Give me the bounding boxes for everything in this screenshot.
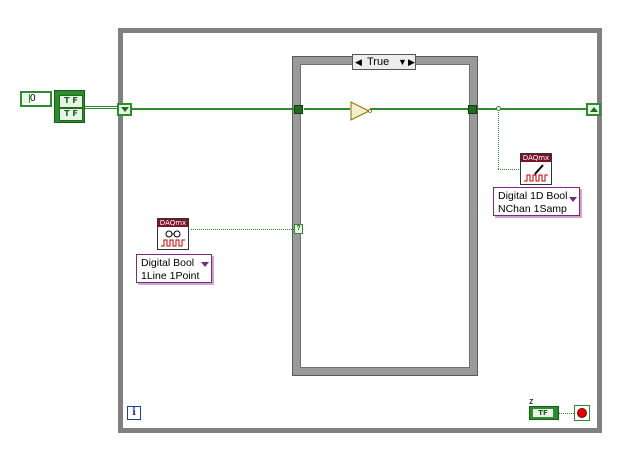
read-selector-line2: 1Line 1Point xyxy=(141,270,200,282)
shift-register-right[interactable] xyxy=(586,103,601,116)
stop-control-label: z xyxy=(529,396,534,406)
daqmx-read-banner: DAQmx xyxy=(158,219,188,227)
wire-junction xyxy=(496,106,501,111)
shift-register-left[interactable] xyxy=(117,103,132,116)
wire-not-gate-out[interactable] xyxy=(370,108,468,110)
write-selector-dropdown-icon[interactable] xyxy=(569,197,577,202)
wire-read-to-selector[interactable] xyxy=(191,229,294,230)
daqmx-write-banner: DAQmx xyxy=(521,154,551,162)
write-pencil-icon xyxy=(524,164,548,182)
decrement-case-icon[interactable]: ◀ xyxy=(355,57,362,67)
daqmx-read-selector[interactable]: Digital Bool 1Line 1Point xyxy=(136,254,212,283)
daqmx-write-selector[interactable]: Digital 1D Bool NChan 1Samp xyxy=(493,187,580,216)
not-gate-icon[interactable] xyxy=(350,101,372,121)
daqmx-write-icon[interactable]: DAQmx xyxy=(520,153,552,185)
stop-control-value: TF xyxy=(533,409,553,417)
case-selector-label[interactable]: ◀ True ▼ ▶ xyxy=(352,54,416,70)
boolean-element-2[interactable]: T F xyxy=(59,108,83,121)
boolean-element-1[interactable]: T F xyxy=(59,95,83,108)
case-output-tunnel[interactable] xyxy=(468,105,477,114)
wire-shift-reg-to-case[interactable] xyxy=(131,108,294,110)
stop-terminal-icon xyxy=(578,409,586,417)
wire-to-daqmx-write[interactable] xyxy=(498,110,499,170)
wire-case-to-shift-reg[interactable] xyxy=(478,108,586,110)
write-selector-line2: NChan 1Samp xyxy=(498,203,567,215)
wire-to-not-gate[interactable] xyxy=(304,108,350,110)
case-dropdown-icon[interactable]: ▼ xyxy=(398,57,407,67)
wire-to-daqmx-write-h xyxy=(498,169,521,170)
case-selector-value: True xyxy=(367,56,390,68)
iteration-terminal-icon[interactable]: i xyxy=(127,406,141,420)
array-index-value: 0 xyxy=(30,93,36,104)
read-selector-line1: Digital Bool xyxy=(141,257,195,269)
increment-case-icon[interactable]: ▶ xyxy=(408,57,415,67)
case-selector-terminal[interactable]: ? xyxy=(294,224,303,234)
while-loop-right-edge xyxy=(597,28,602,433)
while-loop-structure[interactable] xyxy=(118,28,602,433)
read-glasses-icon xyxy=(161,230,185,247)
case-input-tunnel[interactable] xyxy=(294,105,303,114)
read-selector-dropdown-icon[interactable] xyxy=(201,262,209,267)
write-selector-line1: Digital 1D Bool xyxy=(498,190,568,202)
case-structure-diagram xyxy=(300,64,470,368)
boolean-array-elements[interactable]: T F T F xyxy=(54,90,85,123)
daqmx-read-icon[interactable]: DAQmx xyxy=(157,218,189,250)
wire-array-to-loop[interactable] xyxy=(85,106,119,107)
wire-to-stop[interactable] xyxy=(559,413,574,414)
wire-array-to-loop-b xyxy=(85,108,119,109)
array-index-display[interactable] xyxy=(23,94,30,103)
